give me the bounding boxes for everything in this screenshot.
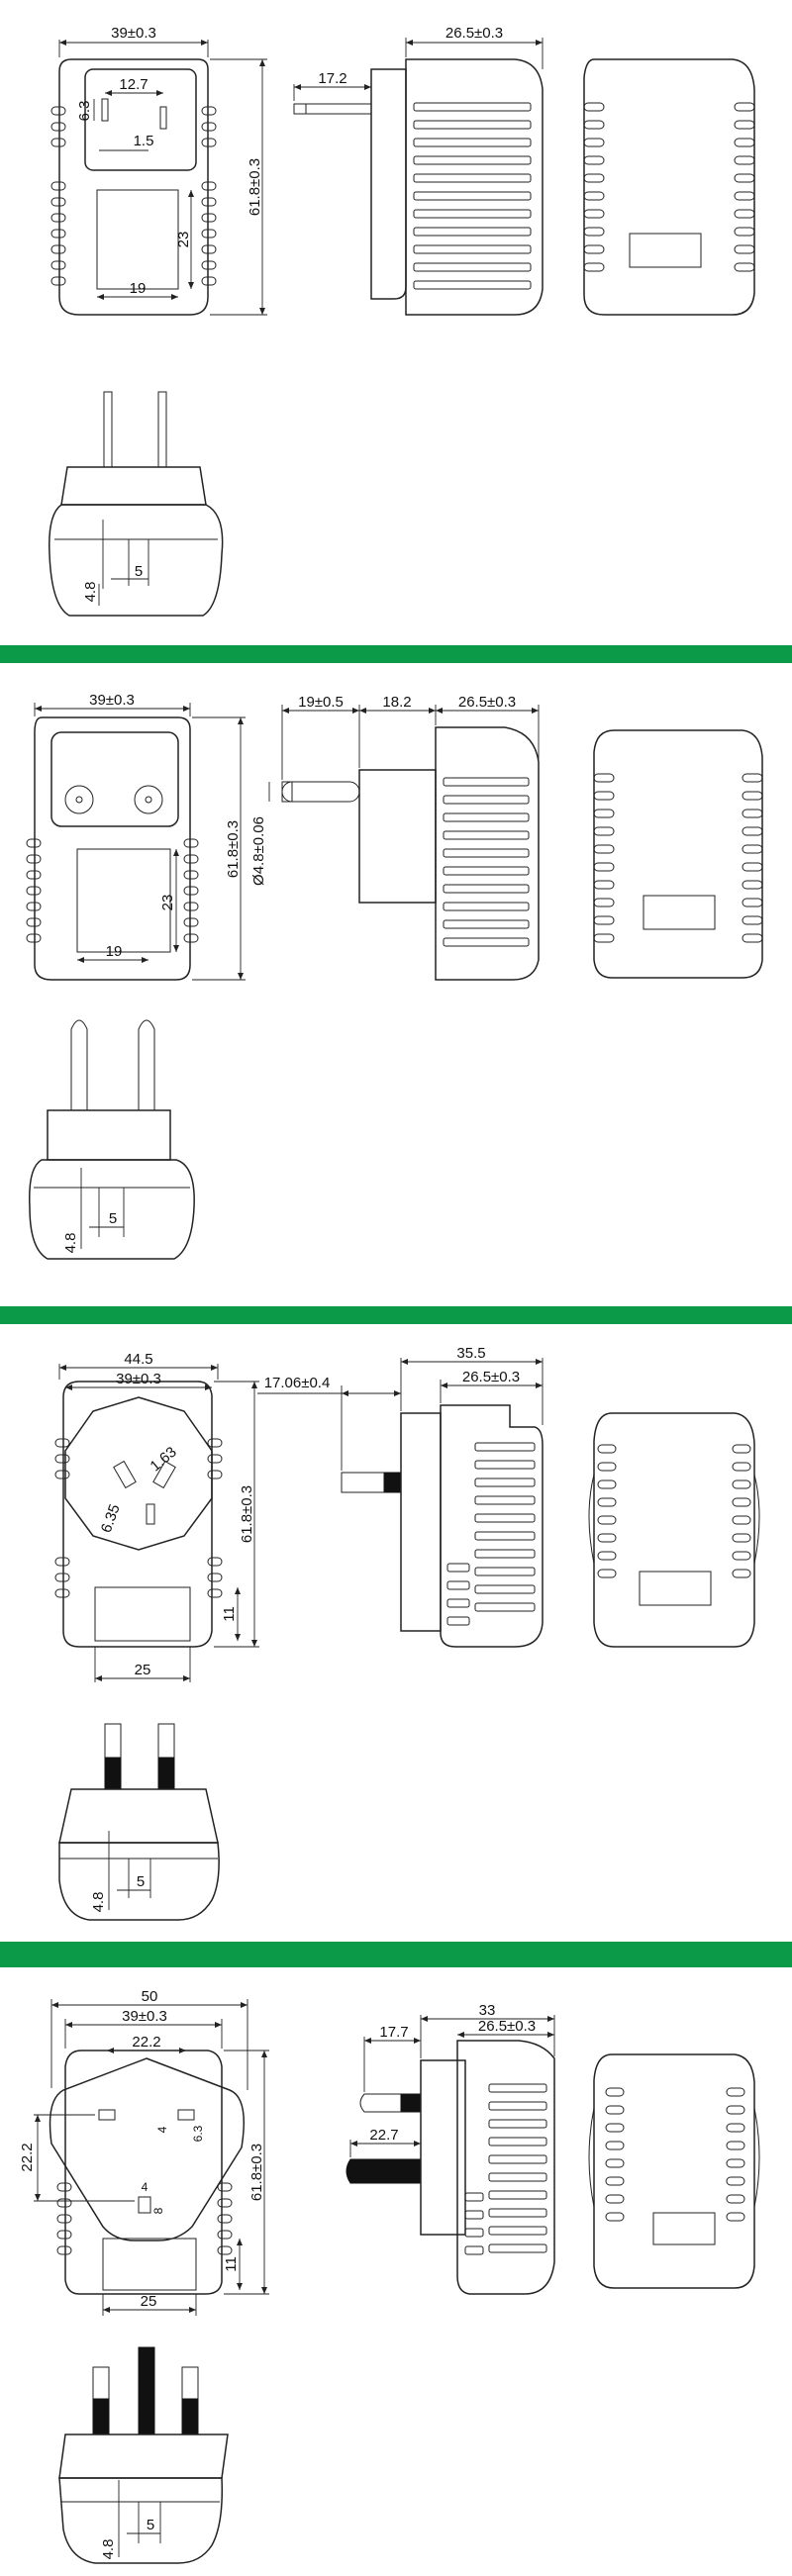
triangle-plug-face bbox=[49, 2057, 245, 2242]
dim-width: 39±0.3 bbox=[116, 1371, 161, 1387]
section-divider bbox=[0, 1942, 792, 1967]
dim-window-width: 25 bbox=[135, 1662, 151, 1678]
dim-height: 61.8±0.3 bbox=[248, 2144, 265, 2201]
dim-bottom-width: 5 bbox=[137, 1873, 145, 1890]
dim-bottom-width: 5 bbox=[135, 563, 143, 580]
section-divider bbox=[0, 1306, 792, 1324]
dim-window-width: 19 bbox=[130, 280, 147, 297]
dim-window-width: 19 bbox=[106, 943, 123, 960]
dim-s3: 8 bbox=[151, 2207, 165, 2214]
round-plug-face bbox=[64, 1396, 213, 1551]
front-view: 44.5 39±0.3 61.8±0.3 1.63 6.35 11 25 bbox=[54, 1351, 259, 1682]
dim-pin-length: 19±0.5 bbox=[298, 694, 344, 711]
dim-bottom-offset: 4.8 bbox=[90, 1892, 107, 1913]
section-divider bbox=[0, 645, 792, 663]
dim-body-depth: 26.5±0.3 bbox=[446, 25, 503, 42]
dim-body-depth: 26.5±0.3 bbox=[462, 1369, 520, 1385]
dim-overall-width: 50 bbox=[142, 1988, 158, 2005]
front-view: 39±0.3 61.8±0.3 12.7 6.3 1.5 23 19 bbox=[50, 25, 267, 316]
window bbox=[96, 189, 179, 290]
dim-body-depth: 26.5±0.3 bbox=[458, 694, 516, 711]
dim-pin-spacing: 22.2 bbox=[132, 2034, 160, 2051]
dim-b: 6.35 bbox=[98, 1502, 124, 1535]
bottom-view: 5 4.8 bbox=[58, 1723, 220, 1921]
bottom-view: 5 4.8 bbox=[49, 391, 224, 617]
side-view: 17.06±0.4 35.5 26.5±0.3 bbox=[257, 1345, 544, 1648]
side-view: 17.2 26.5±0.3 bbox=[293, 25, 544, 316]
dim-window-height: 23 bbox=[159, 895, 176, 911]
dim-a: 1.63 bbox=[147, 1444, 179, 1476]
dim-window-height: 23 bbox=[175, 232, 192, 248]
dim-mid: 18.2 bbox=[382, 694, 411, 711]
dim-pin-length: 17.2 bbox=[318, 70, 346, 87]
dim-pin1-length: 17.7 bbox=[379, 2024, 408, 2041]
dim-s2: 6.3 bbox=[191, 2125, 205, 2142]
bottom-view: 5 4.8 bbox=[29, 1019, 195, 1260]
section-au-plug: 44.5 39±0.3 61.8±0.3 1.63 6.35 11 25 bbox=[54, 1345, 760, 1921]
dim-height: 61.8±0.3 bbox=[225, 820, 242, 878]
dim-width: 39±0.3 bbox=[89, 692, 135, 709]
dim-overall-depth: 35.5 bbox=[456, 1345, 485, 1362]
dim-pin-width: 1.5 bbox=[134, 133, 154, 149]
dim-pin-length: 6.3 bbox=[76, 101, 93, 122]
dim-width: 39±0.3 bbox=[111, 25, 156, 42]
dim-window-height: 11 bbox=[223, 2256, 240, 2272]
front-view: 50 39±0.3 22.2 61.8±0.3 22.2 4 6.3 8 4 1… bbox=[19, 1988, 269, 2316]
dim-pin2-length: 22.7 bbox=[369, 2127, 398, 2144]
dim-s1: 4 bbox=[155, 2126, 169, 2133]
side-view: 17.7 22.7 33 26.5±0.3 bbox=[346, 2002, 555, 2295]
plug-face-recess bbox=[84, 68, 197, 171]
dim-s4: 4 bbox=[142, 2180, 148, 2194]
section-us-plug: 39±0.3 61.8±0.3 12.7 6.3 1.5 23 19 bbox=[49, 25, 755, 617]
side-view: 19±0.5 18.2 26.5±0.3 Ø4.8±0.06 bbox=[250, 694, 540, 981]
dim-bottom-offset: 4.8 bbox=[100, 2539, 117, 2560]
dim-bottom-width: 5 bbox=[147, 2517, 154, 2533]
dim-overall-depth: 33 bbox=[479, 2002, 496, 2019]
front-view: 39±0.3 61.8±0.3 23 19 bbox=[26, 692, 246, 981]
back-view bbox=[583, 58, 755, 316]
back-view bbox=[593, 729, 763, 979]
dim-body-depth: 26.5±0.3 bbox=[478, 2018, 536, 2035]
back-view bbox=[588, 2053, 760, 2289]
dim-bottom-width: 5 bbox=[109, 1210, 117, 1227]
dim-width: 39±0.3 bbox=[122, 2008, 167, 2025]
dim-bottom-offset: 4.8 bbox=[82, 582, 99, 603]
dim-pin-spacing: 12.7 bbox=[119, 76, 148, 93]
dim-pin-offset: 22.2 bbox=[19, 2143, 36, 2171]
dim-pin-length: 17.06±0.4 bbox=[264, 1375, 331, 1391]
back-view bbox=[588, 1412, 760, 1648]
section-eu-plug: 39±0.3 61.8±0.3 23 19 bbox=[26, 692, 763, 1260]
section-uk-plug: 50 39±0.3 22.2 61.8±0.3 22.2 4 6.3 8 4 1… bbox=[19, 1988, 760, 2564]
dim-bottom-offset: 4.8 bbox=[62, 1233, 79, 1254]
dim-height: 61.8±0.3 bbox=[247, 158, 263, 216]
dim-overall-width: 44.5 bbox=[124, 1351, 152, 1368]
dim-pin-diameter: Ø4.8±0.06 bbox=[250, 816, 267, 886]
bottom-view: 5 4.8 bbox=[58, 2346, 229, 2564]
label-window bbox=[629, 233, 702, 268]
dim-window-width: 25 bbox=[141, 2293, 157, 2310]
dim-window-height: 11 bbox=[221, 1606, 238, 1622]
dim-height: 61.8±0.3 bbox=[239, 1485, 255, 1543]
